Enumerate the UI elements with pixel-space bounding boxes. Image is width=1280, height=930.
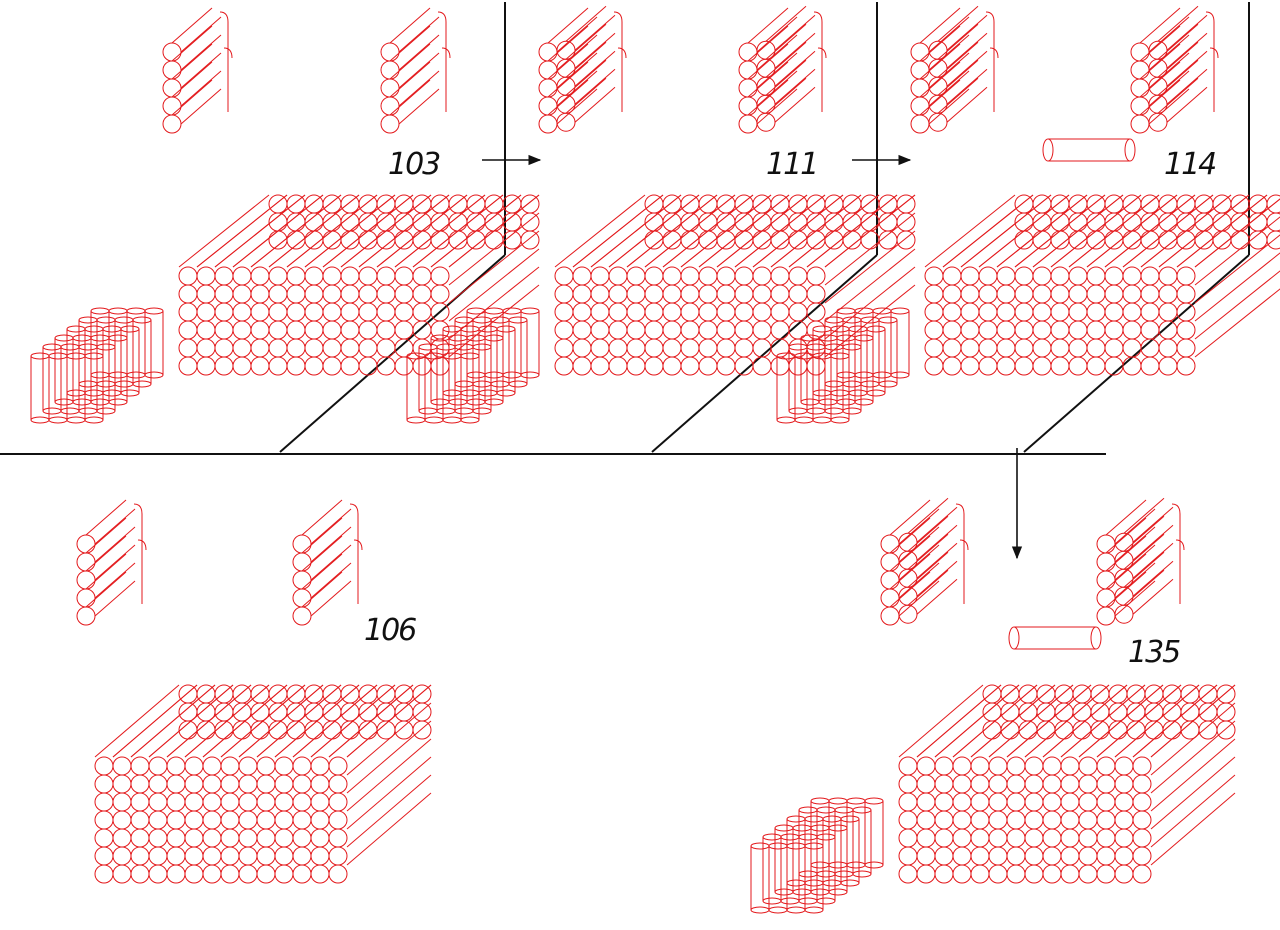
uprights-135 — [750, 797, 884, 914]
bundle-114-right — [1130, 5, 1219, 134]
pipe-114 — [1042, 138, 1136, 162]
label-106: 106 — [364, 613, 416, 648]
label-103: 103 — [388, 147, 440, 182]
red-part-drawings — [30, 5, 1280, 914]
slab-135 — [898, 684, 1236, 884]
bundle-111-left — [538, 5, 627, 134]
bundle-114-left — [910, 5, 999, 134]
bundle-103-right — [380, 7, 451, 134]
bundle-106-left — [76, 499, 147, 626]
bundle-111-right — [738, 5, 827, 134]
pipe-135 — [1008, 626, 1102, 650]
slab-106 — [94, 684, 432, 884]
uprights-103 — [30, 307, 164, 424]
bundle-135-right — [1096, 497, 1185, 626]
uprights-114 — [776, 307, 910, 424]
label-114: 114 — [1164, 147, 1215, 182]
floor-2 — [651, 254, 878, 453]
bundle-135-left — [880, 497, 969, 626]
uprights-111 — [406, 307, 540, 424]
slab-114 — [924, 194, 1280, 376]
label-135: 135 — [1128, 635, 1180, 670]
panel-divider-lines — [0, 2, 1250, 560]
bundle-106-right — [292, 499, 363, 626]
label-111: 111 — [766, 147, 817, 182]
bundle-103-left — [162, 7, 233, 134]
slab-103 — [178, 194, 540, 376]
slab-111 — [554, 194, 916, 376]
floor-3 — [1023, 254, 1250, 453]
